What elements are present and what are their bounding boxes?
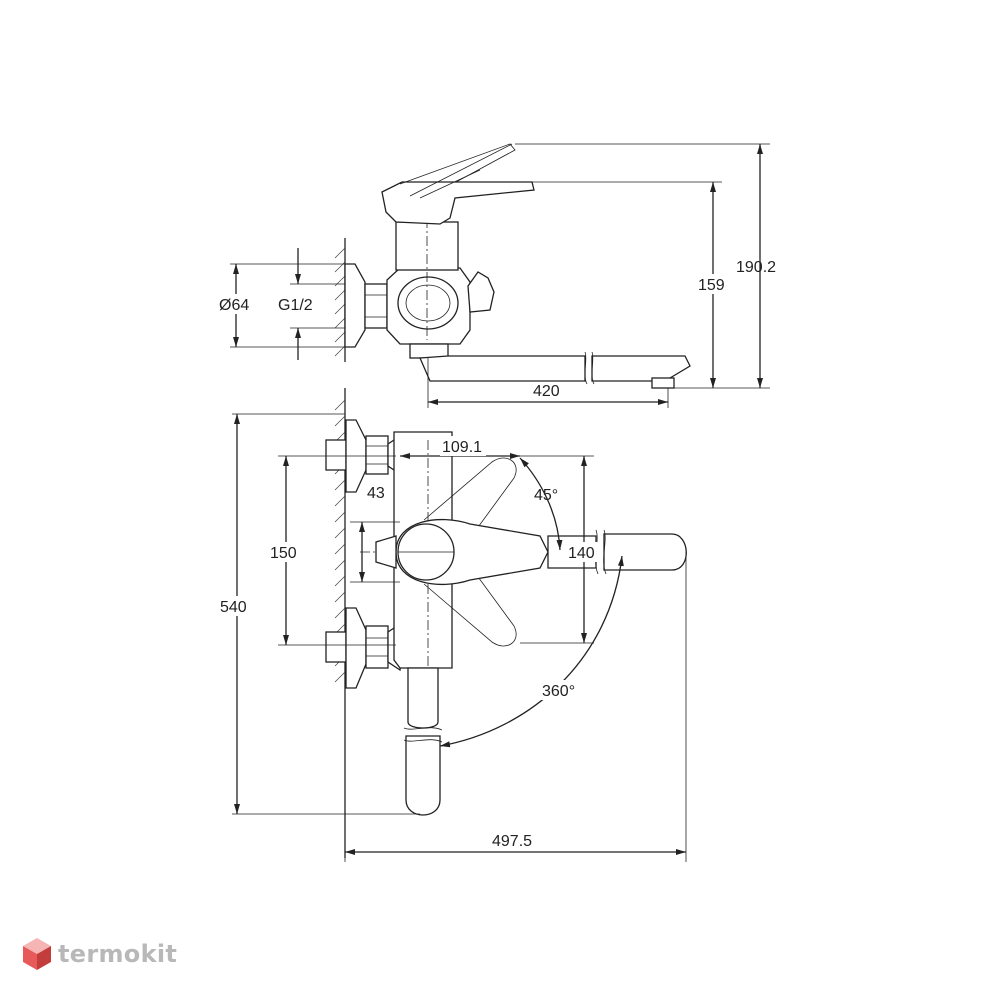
dim-flange-diameter: Ø64 (219, 297, 249, 314)
dim-inlet-offset: 43 (367, 485, 385, 502)
brand-name: termokit (58, 940, 178, 968)
dim-total-height: 540 (220, 599, 247, 616)
side-view: Ø64 G1/2 159 190.2 420 (218, 143, 776, 408)
cube-icon (23, 938, 51, 970)
dim-lever-length: 140 (568, 545, 595, 562)
dim-spout-rotation: 360° (542, 683, 575, 700)
dim-lever-angle: 45° (534, 487, 558, 504)
dim-height-total: 190.2 (736, 259, 776, 276)
dim-lever-offset: 109.1 (442, 439, 482, 456)
dim-inlet-spacing: 150 (270, 545, 297, 562)
dim-thread: G1/2 (278, 297, 313, 314)
dim-height-spout: 159 (698, 277, 725, 294)
brand-logo: termokit (22, 934, 177, 974)
dim-spout-length: 420 (533, 383, 560, 400)
dim-total-depth: 497.5 (492, 833, 532, 850)
top-view: 109.1 43 45° 150 140 540 360° 497.5 (218, 388, 687, 862)
